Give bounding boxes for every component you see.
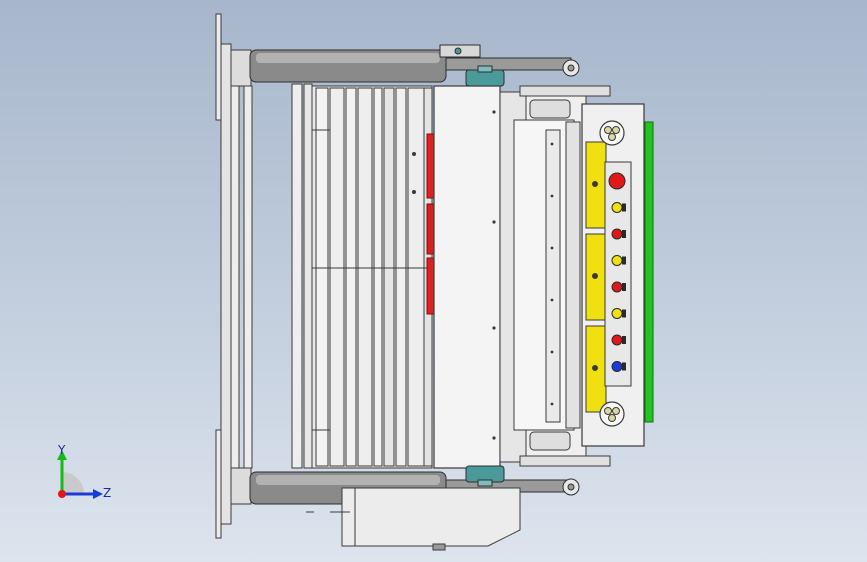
press-plate [433, 85, 501, 469]
indicator-3-icon [611, 255, 623, 266]
frame-rails [230, 83, 313, 469]
indicator-7-tag [622, 362, 626, 371]
indicator-5-icon [611, 308, 623, 319]
indicator-2-tag [622, 230, 626, 238]
left-mounting-plate [215, 13, 252, 539]
indicator-2-icon [611, 228, 623, 240]
indicator-6-icon [611, 334, 623, 346]
indicator-3-tag [622, 256, 626, 265]
indicator-6-tag [622, 336, 626, 344]
green-safety-strip [644, 121, 654, 423]
origin-point [58, 490, 66, 498]
right-roller [499, 85, 611, 467]
indicator-4-icon [611, 281, 623, 293]
indicator-4-tag [622, 283, 626, 291]
indicator-1-icon [611, 202, 623, 213]
triad-plane-icon [62, 472, 84, 494]
z-axis-label: Z [103, 486, 112, 500]
indicator-7-icon [611, 361, 623, 372]
base-housing [306, 487, 521, 551]
top-cylinder [249, 44, 580, 83]
axis-triad [57, 450, 103, 499]
indicator-1-tag [622, 203, 626, 212]
emergency-stop-icon [608, 172, 626, 190]
indicator-5-tag [622, 309, 626, 318]
control-panel [581, 103, 645, 447]
y-axis-label: Y [58, 443, 66, 457]
roller-stack [311, 85, 433, 469]
teal-hubs [465, 65, 505, 487]
